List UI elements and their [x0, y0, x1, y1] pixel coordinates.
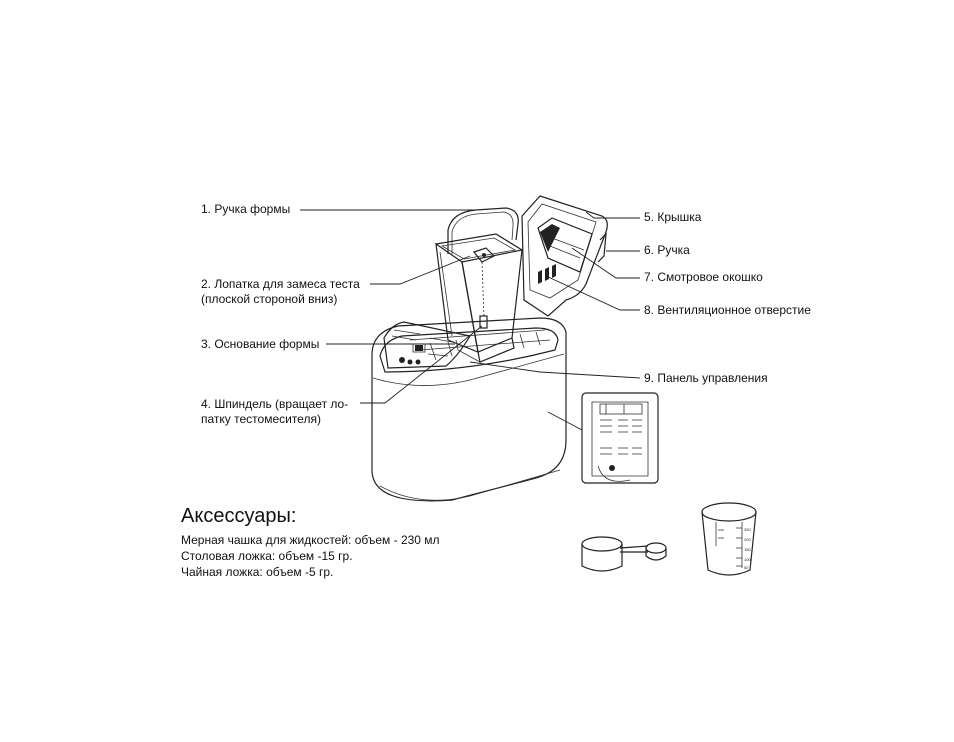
cup-scale-mark: 150 [744, 547, 751, 552]
cup-scale-mark: 50 [744, 565, 749, 570]
label-spindle: 4. Шпиндель (вращает ло- [201, 397, 349, 411]
leader-lines [300, 209, 641, 404]
cup-scale-mark: 100 [744, 557, 751, 562]
accessories-title: Аксессуары: [181, 505, 297, 527]
accessory-tablespoon: Столовая ложка: объем -15 гр. [181, 549, 353, 563]
label-pan-handle: 1. Ручка формы [201, 202, 291, 216]
label-control-panel: 9. Панель управления [644, 371, 768, 385]
label-spindle-note: патку тестомесителя) [201, 412, 321, 426]
label-vent: 8. Вентиляционное отверстие [644, 303, 811, 317]
bread-pan [434, 207, 524, 363]
label-kneading-paddle-note: (плоской стороной вниз) [201, 292, 338, 306]
measuring-cup [701, 502, 757, 576]
label-lid-handle: 6. Ручка [644, 243, 690, 257]
machine-body [371, 317, 567, 502]
measuring-spoons [581, 536, 667, 572]
control-panel-inset [547, 392, 659, 484]
cup-scale-mark: 200 [744, 537, 751, 542]
accessory-teaspoon: Чайная ложка: объем -5 гр. [181, 565, 334, 579]
label-kneading-paddle: 2. Лопатка для замеса теста [201, 277, 360, 291]
label-lid: 5. Крышка [644, 210, 702, 224]
lid [521, 195, 608, 317]
cup-scale: 250 200 150 100 50 [744, 527, 751, 570]
accessory-measuring-cup: Мерная чашка для жидкостей: объем - 230 … [181, 533, 440, 547]
cup-scale-mark: 250 [744, 527, 751, 532]
label-viewing-window: 7. Смотровое окошко [644, 270, 763, 284]
label-pan-base: 3. Основание формы [201, 337, 320, 351]
